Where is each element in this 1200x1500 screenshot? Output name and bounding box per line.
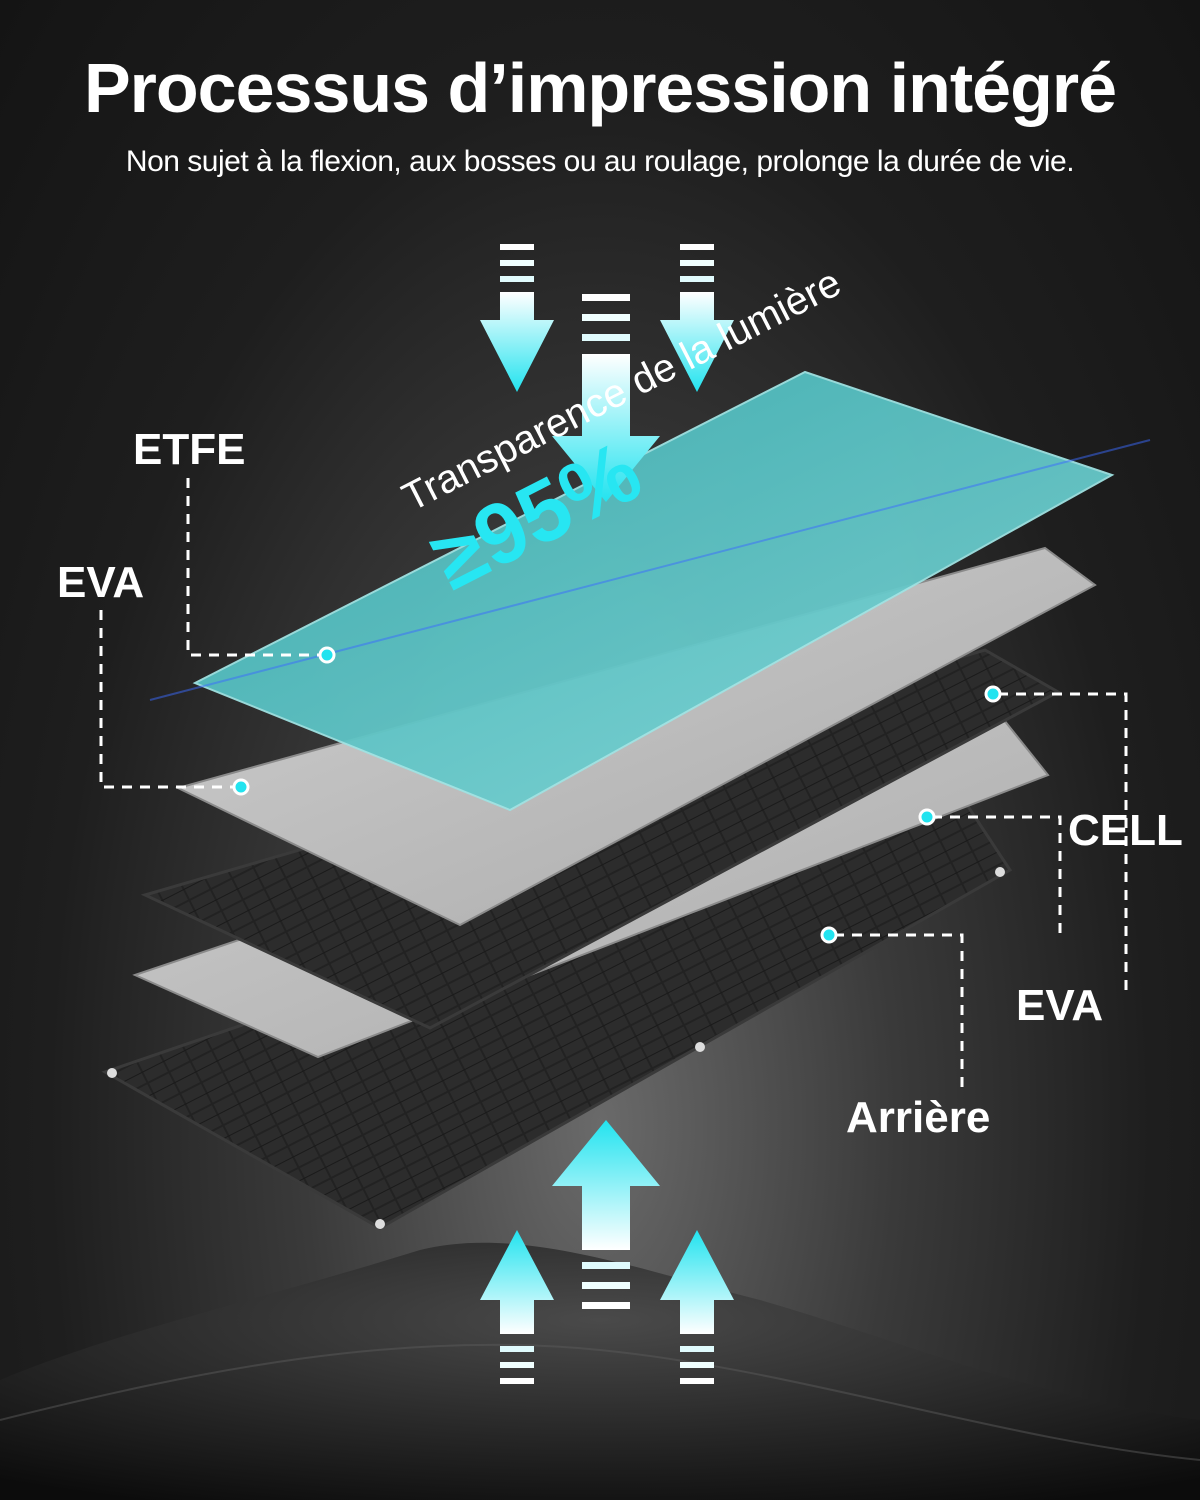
arrow-down-icon	[552, 294, 660, 502]
label-etfe: ETFE	[133, 425, 246, 474]
label-eva-bottom: EVA	[1016, 981, 1104, 1030]
arrow-up-icon	[480, 1230, 554, 1384]
leader-dots	[232, 646, 1002, 944]
arrow-down-icon	[660, 244, 734, 392]
label-cell: CELL	[1068, 806, 1183, 855]
page-subtitle: Non sujet à la flexion, aux bosses ou au…	[125, 145, 1075, 178]
rock	[0, 1242, 1200, 1500]
label-back: Arrière	[846, 1093, 991, 1142]
page-title: Processus d’impression intégré	[83, 49, 1117, 127]
label-eva-top: EVA	[57, 558, 145, 607]
leader-lines	[99, 478, 1128, 1090]
arrow-down-icon	[480, 244, 554, 392]
arrow-up-icon	[660, 1230, 734, 1384]
arrow-up-icon	[552, 1120, 660, 1309]
